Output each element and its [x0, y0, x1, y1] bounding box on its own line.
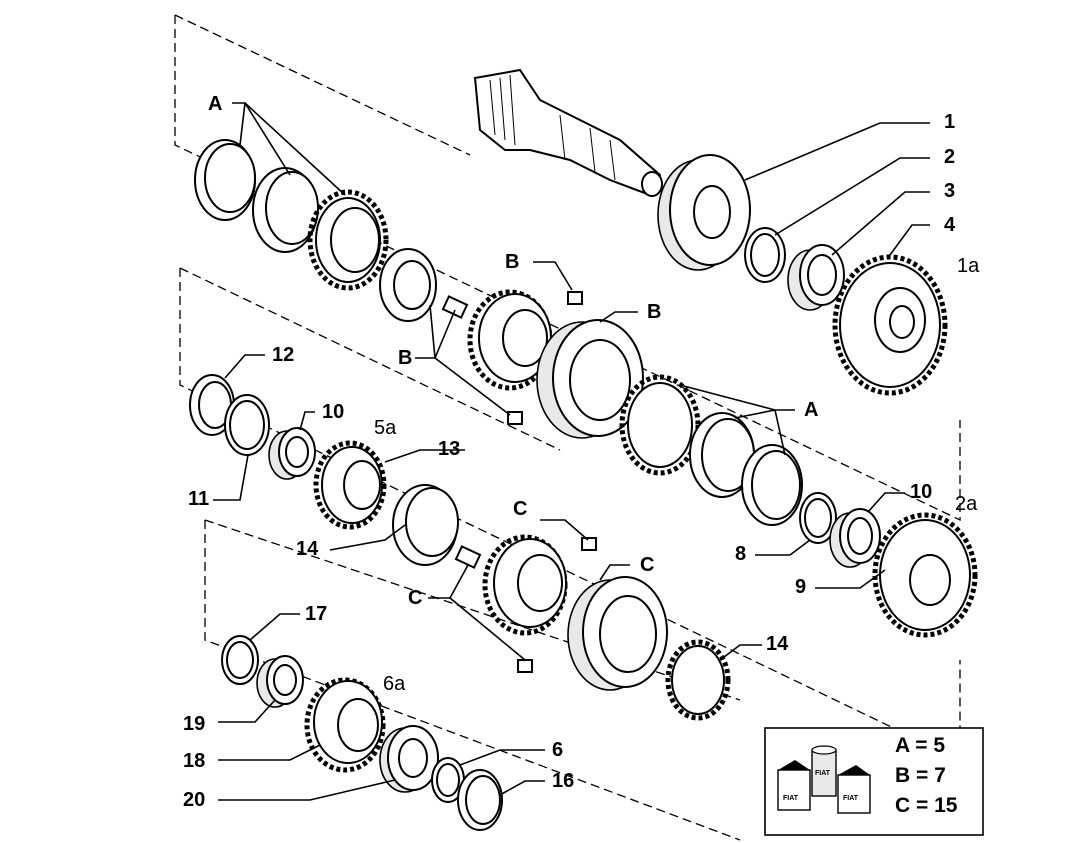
gear-4 — [832, 254, 948, 396]
shaft-part — [473, 68, 663, 197]
callout-14-left: 14 — [296, 538, 319, 560]
callout-12: 12 — [272, 344, 294, 366]
callout-6a: 6a — [383, 673, 406, 695]
callout-9: 9 — [795, 576, 806, 598]
callout-11: 11 — [188, 488, 209, 510]
callout-C-1: C — [513, 498, 527, 520]
callout-14-right: 14 — [766, 633, 789, 655]
synchro-hub-b — [379, 248, 644, 439]
callout-17: 17 — [305, 603, 327, 625]
ring-8-inner — [804, 498, 832, 538]
callout-C-2: C — [640, 554, 654, 576]
synchro-hub-c — [454, 534, 731, 721]
legend-line-b: B = 7 — [895, 764, 946, 787]
bottom-parts — [221, 635, 503, 831]
legend-line-a: A = 5 — [895, 734, 945, 757]
needle-bearing-3 — [787, 244, 845, 311]
callout-10-left: 10 — [322, 401, 344, 423]
logo-text-1: FIAT — [783, 795, 799, 802]
callout-19: 19 — [183, 713, 205, 735]
callout-16: 16 — [552, 770, 574, 792]
bearing-1 — [657, 154, 751, 271]
callout-20: 20 — [183, 789, 205, 811]
callout-4: 4 — [944, 214, 956, 236]
callout-A-top: A — [208, 93, 222, 115]
callout-13: 13 — [438, 438, 460, 460]
callout-2: 2 — [944, 146, 955, 168]
callout-A-right: A — [804, 399, 818, 421]
logo-text-2: FIAT — [815, 770, 831, 777]
callout-labels: 1 2 3 4 1a A B B B A 12 10 5a 13 11 14 1… — [183, 93, 980, 811]
callout-B-3: B — [398, 347, 412, 369]
callout-2a: 2a — [955, 493, 978, 515]
callout-C-3: C — [408, 587, 422, 609]
ring-2-inner — [750, 233, 780, 277]
callout-1: 1 — [944, 111, 955, 133]
callout-B-2: B — [647, 301, 661, 323]
leader-lines — [213, 102, 930, 801]
callout-1a: 1a — [957, 255, 980, 277]
callout-6: 6 — [552, 739, 563, 761]
synchro-rings-a-top — [194, 139, 389, 291]
callout-B-1: B — [505, 251, 519, 273]
callout-18: 18 — [183, 750, 205, 772]
synchro-rings-a-right — [619, 374, 803, 526]
gear-9 — [872, 512, 978, 638]
legend-line-c: C = 15 — [895, 794, 958, 817]
middle-left-parts — [189, 374, 459, 566]
quantity-legend-box: FIAT FIAT FIAT A = 5 B = 7 C = 15 — [764, 727, 984, 836]
callout-3: 3 — [944, 180, 955, 202]
callout-10-right: 10 — [910, 481, 932, 503]
needle-bearing-10-right — [829, 508, 881, 568]
callout-5a: 5a — [374, 417, 397, 439]
logo-text-3: FIAT — [843, 795, 859, 802]
fiat-logo-icon: FIAT FIAT FIAT — [777, 745, 871, 814]
callout-8: 8 — [735, 543, 746, 565]
